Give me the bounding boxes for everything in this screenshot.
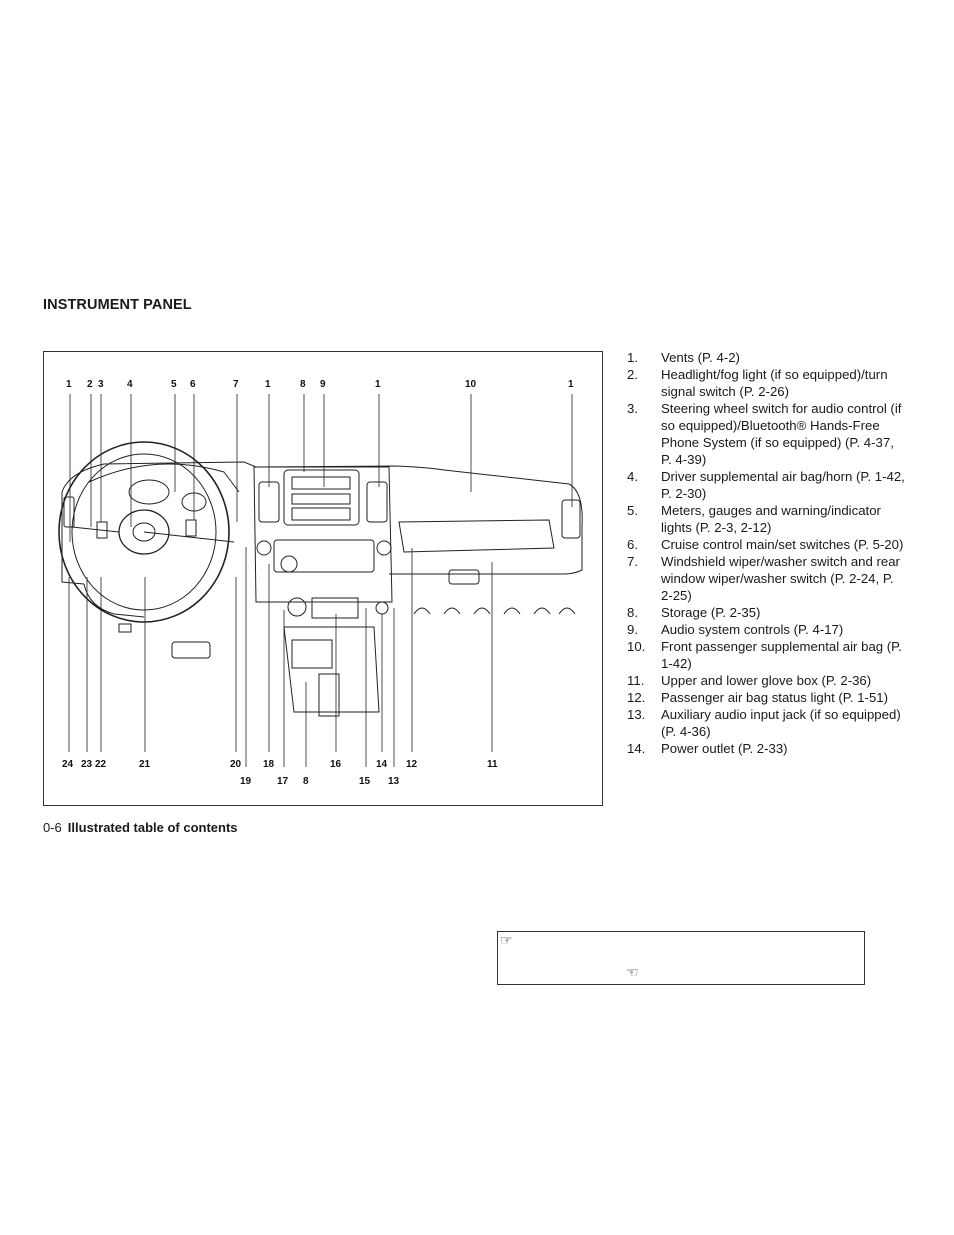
pointing-hand-icon: ☜ <box>626 964 639 980</box>
legend-number: 13. <box>627 707 646 722</box>
callout-top: 2 <box>87 379 93 390</box>
section-title: INSTRUMENT PANEL <box>43 297 192 313</box>
legend-text: Steering wheel switch for audio control … <box>661 401 902 467</box>
legend-number: 4. <box>627 469 638 484</box>
instrument-panel-figure: 1 2 3 4 5 6 7 1 8 9 1 10 1 24 23 22 21 2… <box>43 351 603 806</box>
legend-item: 4. Driver supplemental air bag/horn (P. 1… <box>627 468 907 502</box>
legend-item: 2. Headlight/fog light (if so equipped)/t… <box>627 366 907 400</box>
legend-text: Passenger air bag status light (P. 1-51) <box>661 690 888 705</box>
page-number: 0-6 <box>43 820 62 835</box>
callout-bottom: 20 <box>230 759 242 770</box>
legend-item: 6. Cruise control main/set switches (P. 5… <box>627 536 907 553</box>
callout-top: 1 <box>568 379 574 390</box>
callout-bottom: 11 <box>487 759 498 770</box>
callout-bottom: 15 <box>359 776 371 787</box>
callout-top: 4 <box>127 379 133 390</box>
legend-text: Upper and lower glove box (P. 2-36) <box>661 673 872 688</box>
callout-bottom: 14 <box>376 759 388 770</box>
legend-text: Driver supplemental air bag/horn (P. 1-4… <box>661 469 905 501</box>
callout-bottom: 23 <box>81 759 93 770</box>
callout-bottom: 8 <box>303 776 309 787</box>
legend-text: Power outlet (P. 2-33) <box>661 741 788 756</box>
callout-bottom: 13 <box>388 776 400 787</box>
legend-text: Auxiliary audio input jack (if so equipp… <box>661 707 901 739</box>
legend-number: 3. <box>627 401 638 416</box>
legend-number: 9. <box>627 622 638 637</box>
legend-item: 13. Auxiliary audio input jack (if so equ… <box>627 706 907 740</box>
legend-item: 14. Power outlet (P. 2-33) <box>627 740 907 757</box>
callout-bottom: 17 <box>277 776 289 787</box>
callout-top: 7 <box>233 379 239 390</box>
legend-number: 6. <box>627 537 638 552</box>
legend-number: 2. <box>627 367 638 382</box>
legend-item: 7. Windshield wiper/washer switch and rea… <box>627 553 907 604</box>
legend-text: Vents (P. 4-2) <box>661 350 740 365</box>
legend-number: 8. <box>627 605 638 620</box>
note-box: ☞ ☜ <box>497 931 865 985</box>
callout-bottom: 19 <box>240 776 252 787</box>
legend-item: 9. Audio system controls (P. 4-17) <box>627 621 907 638</box>
legend-item: 3. Steering wheel switch for audio contro… <box>627 400 907 468</box>
callout-top: 8 <box>300 379 306 390</box>
callout-bottom: 18 <box>263 759 275 770</box>
legend-item: 11. Upper and lower glove box (P. 2-36) <box>627 672 907 689</box>
legend-number: 14. <box>627 741 646 756</box>
callout-top: 10 <box>465 379 477 390</box>
callout-bottom: 16 <box>330 759 342 770</box>
legend-number: 1. <box>627 350 638 365</box>
callout-top: 1 <box>375 379 381 390</box>
legend-number: 10. <box>627 639 646 654</box>
callout-bottom: 21 <box>139 759 151 770</box>
legend-text: Storage (P. 2-35) <box>661 605 761 620</box>
callout-top: 6 <box>190 379 196 390</box>
callout-bottom: 12 <box>406 759 418 770</box>
pointing-hand-icon: ☞ <box>500 932 513 948</box>
legend-text: Headlight/fog light (if so equipped)/tur… <box>661 367 888 399</box>
callout-bottom: 22 <box>95 759 107 770</box>
legend-text: Audio system controls (P. 4-17) <box>661 622 844 637</box>
callout-top: 5 <box>171 379 177 390</box>
legend-text: Windshield wiper/washer switch and rear … <box>661 554 900 603</box>
instrument-panel-diagram: 1 2 3 4 5 6 7 1 8 9 1 10 1 24 23 22 21 2… <box>58 379 583 787</box>
callout-bottom: 24 <box>62 759 74 770</box>
legend-number: 12. <box>627 690 646 705</box>
legend-text: Meters, gauges and warning/indicator lig… <box>661 503 881 535</box>
legend-number: 11. <box>627 673 645 688</box>
legend-item: 12. Passenger air bag status light (P. 1-… <box>627 689 907 706</box>
legend-item: 10. Front passenger supplemental air bag … <box>627 638 907 672</box>
callout-top: 1 <box>265 379 271 390</box>
callout-top: 3 <box>98 379 104 390</box>
legend-list: 1. Vents (P. 4-2) 2. Headlight/fog light (… <box>627 349 907 757</box>
footer-title: Illustrated table of contents <box>67 820 238 835</box>
legend-item: 5. Meters, gauges and warning/indicator l… <box>627 502 907 536</box>
callout-top: 9 <box>320 379 326 390</box>
callout-top: 1 <box>66 379 72 390</box>
legend-number: 5. <box>627 503 638 518</box>
legend-number: 7. <box>627 554 638 569</box>
legend-item: 1. Vents (P. 4-2) <box>627 349 907 366</box>
legend-text: Front passenger supplemental air bag (P.… <box>661 639 902 671</box>
legend-text: Cruise control main/set switches (P. 5-2… <box>661 537 904 552</box>
page-footer: 0-6 Illustrated table of contents <box>43 820 238 835</box>
legend-item: 8. Storage (P. 2-35) <box>627 604 907 621</box>
